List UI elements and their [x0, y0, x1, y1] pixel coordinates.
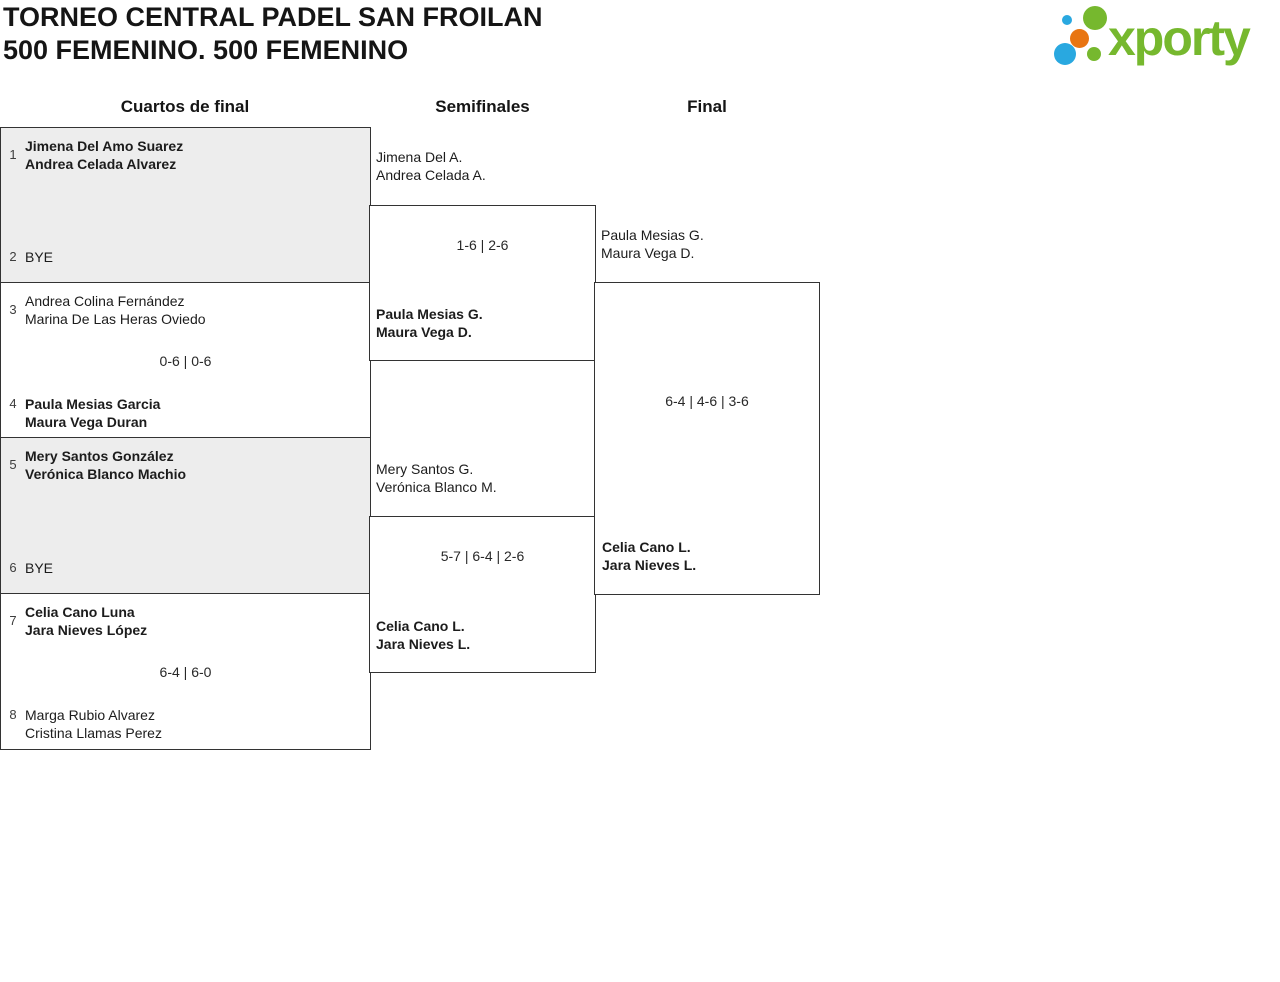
advancing-team: Celia Cano L. Jara Nieves L. [376, 617, 591, 653]
champion-team: Celia Cano L. Jara Nieves L. [602, 538, 815, 574]
player-name: Jara Nieves López [25, 622, 148, 638]
semifinal-1-top-team: Jimena Del A. Andrea Celada A. [376, 148, 486, 184]
match-score: 1-6 | 2-6 [456, 237, 509, 253]
player-name: Maura Vega D. [601, 245, 695, 261]
match-score: 5-7 | 6-4 | 2-6 [440, 548, 525, 564]
player-name: Celia Cano L. [376, 618, 465, 634]
team-pair: Celia Cano Luna Jara Nieves López [25, 603, 364, 639]
team-pair: Paula Mesias Garcia Maura Vega Duran [25, 395, 364, 431]
player-name: Maura Vega Duran [25, 414, 148, 430]
match-quarterfinal-3: 5 Mery Santos González Verónica Blanco M… [0, 437, 371, 594]
player-name: Verónica Blanco Machio [25, 466, 187, 482]
player-name: Marga Rubio Alvarez [25, 707, 155, 723]
team-pair: BYE [25, 550, 364, 586]
xporty-logo[interactable]: xporty [1050, 0, 1280, 80]
player-name: Celia Cano Luna [25, 604, 135, 620]
match-final: 6-4 | 4-6 | 3-6 Celia Cano L. Jara Nieve… [594, 282, 820, 595]
seed-number: 7 [9, 613, 17, 628]
player-name: Cristina Llamas Perez [25, 725, 162, 741]
match-quarterfinal-2: 3 Andrea Colina Fernández Marina De Las … [0, 282, 371, 439]
seed-number: 2 [9, 249, 17, 264]
player-name: Paula Mesias Garcia [25, 396, 161, 412]
page-title: TORNEO CENTRAL PADEL SAN FROILAN 500 FEM… [3, 1, 543, 67]
logo-dot-green-large-icon [1083, 6, 1107, 30]
match-score: 0-6 | 0-6 [159, 352, 212, 369]
player-name: Mery Santos G. [376, 461, 474, 477]
match-score: 6-4 | 4-6 | 3-6 [665, 393, 749, 409]
seed-number: 8 [9, 707, 17, 722]
player-name: Mery Santos González [25, 448, 174, 464]
player-name: Celia Cano L. [602, 539, 691, 555]
round-header-cuartos: Cuartos de final [120, 97, 250, 116]
final-top-team: Paula Mesias G. Maura Vega D. [601, 226, 704, 262]
seed-number: 4 [9, 396, 17, 411]
title-line-2: 500 FEMENINO. 500 FEMENINO [3, 35, 409, 65]
match-semifinal-2: 5-7 | 6-4 | 2-6 Celia Cano L. Jara Nieve… [369, 516, 596, 673]
player-name: Maura Vega D. [376, 324, 472, 340]
player-name: Paula Mesias G. [601, 227, 704, 243]
semifinal-2-top-team: Mery Santos G. Verónica Blanco M. [376, 460, 497, 496]
advancing-team: Paula Mesias G. Maura Vega D. [376, 305, 591, 341]
player-name: BYE [25, 560, 54, 576]
player-name: Jara Nieves L. [376, 636, 471, 652]
player-name: Verónica Blanco M. [376, 479, 497, 495]
team-pair: Andrea Colina Fernández Marina De Las He… [25, 292, 364, 328]
logo-dot-orange-icon [1070, 29, 1089, 48]
team-pair: Marga Rubio Alvarez Cristina Llamas Pere… [25, 706, 364, 742]
team-pair: Mery Santos González Verónica Blanco Mac… [25, 447, 364, 483]
seed-number: 1 [9, 147, 17, 162]
player-name: Jara Nieves L. [602, 557, 697, 573]
match-quarterfinal-4: 7 Celia Cano Luna Jara Nieves López 6-4 … [0, 593, 371, 750]
seed-number: 5 [9, 457, 17, 472]
player-name: Paula Mesias G. [376, 306, 483, 322]
round-header-final: Final [687, 97, 727, 116]
logo-dot-green-small-icon [1087, 47, 1101, 61]
logo-dot-blue-small-icon [1062, 15, 1072, 25]
match-score: 6-4 | 6-0 [159, 663, 212, 680]
round-header-semifinales: Semifinales [435, 97, 530, 116]
player-name: Andrea Celada A. [376, 167, 486, 183]
match-semifinal-1: 1-6 | 2-6 Paula Mesias G. Maura Vega D. [369, 205, 596, 361]
player-name: Andrea Celada Alvarez [25, 156, 177, 172]
team-pair: BYE [25, 239, 364, 275]
player-name: BYE [25, 249, 54, 265]
player-name: Marina De Las Heras Oviedo [25, 311, 206, 327]
seed-number: 6 [9, 560, 17, 575]
player-name: Jimena Del Amo Suarez [25, 138, 184, 154]
logo-dot-blue-large-icon [1054, 43, 1076, 65]
team-pair: Jimena Del Amo Suarez Andrea Celada Alva… [25, 137, 364, 173]
player-name: Jimena Del A. [376, 149, 463, 165]
logo-brand-text: xporty [1108, 10, 1251, 66]
player-name: Andrea Colina Fernández [25, 293, 185, 309]
seed-number: 3 [9, 302, 17, 317]
match-quarterfinal-1: 1 Jimena Del Amo Suarez Andrea Celada Al… [0, 127, 371, 283]
title-line-1: TORNEO CENTRAL PADEL SAN FROILAN [3, 2, 543, 32]
